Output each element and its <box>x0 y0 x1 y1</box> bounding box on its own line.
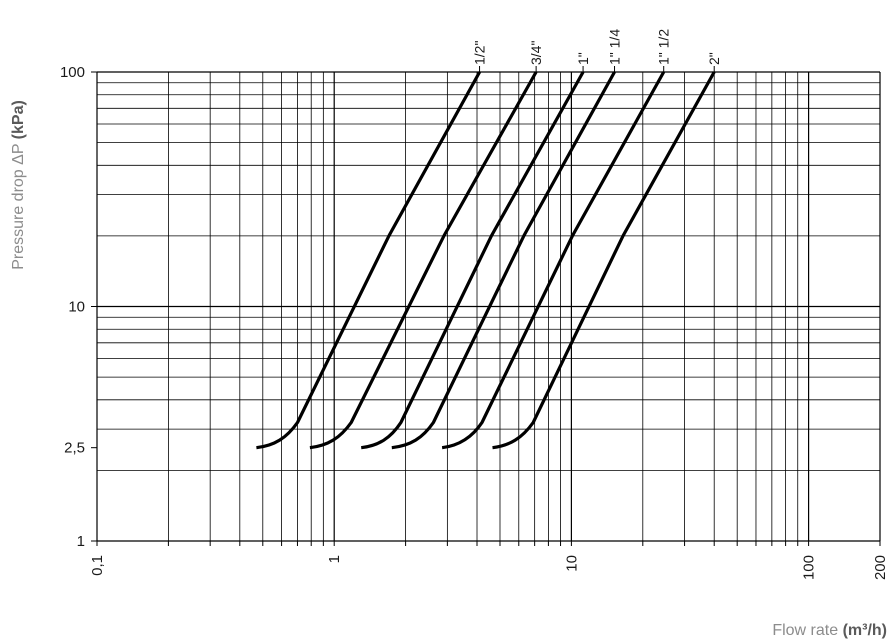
x-axis-unit: (m³/h) <box>843 622 887 639</box>
x-tick-labels: 0,1 1 10 100 200 <box>89 555 889 580</box>
x-tick-label: 10 <box>563 555 580 572</box>
y-axis-unit: (kPa) <box>10 100 27 139</box>
x-tick-label: 0,1 <box>89 555 106 576</box>
series-curves <box>256 71 716 450</box>
y-axis-label: Pressure drop ΔP <box>10 144 27 270</box>
y-tick-label: 10 <box>68 299 85 316</box>
grid <box>91 71 881 546</box>
y-tick-label: 2,5 <box>64 440 85 457</box>
y-tick-label: 1 <box>77 533 85 550</box>
series-curve-3 <box>360 71 585 450</box>
series-label-2: 3/4" <box>528 41 544 65</box>
series-label-1: 1/2" <box>472 41 488 65</box>
series-curve-2 <box>309 71 538 450</box>
series-label-5: 1" 1/2 <box>656 29 672 65</box>
series-curve-5 <box>441 71 666 450</box>
y-tick-labels: 1 2,5 10 100 <box>60 64 85 550</box>
series-labels: 1/2" 3/4" 1" 1" 1/4 1" 1/2 2" <box>472 29 722 72</box>
x-tick-label: 100 <box>801 555 818 580</box>
y-tick-label: 100 <box>60 64 85 81</box>
series-curve-6 <box>492 71 716 450</box>
series-label-6: 2" <box>706 52 722 65</box>
y-axis-title: Pressure drop ΔP (kPa) <box>10 100 27 270</box>
x-axis-title: Flow rate (m³/h) <box>772 622 887 639</box>
x-tick-label: 200 <box>872 555 889 580</box>
series-curve-4 <box>391 71 616 450</box>
series-label-3: 1" <box>575 52 591 65</box>
x-tick-label: 1 <box>326 555 343 563</box>
series-label-4: 1" 1/4 <box>607 29 623 65</box>
series-curve-1 <box>256 71 481 450</box>
x-axis-label: Flow rate <box>772 622 838 639</box>
